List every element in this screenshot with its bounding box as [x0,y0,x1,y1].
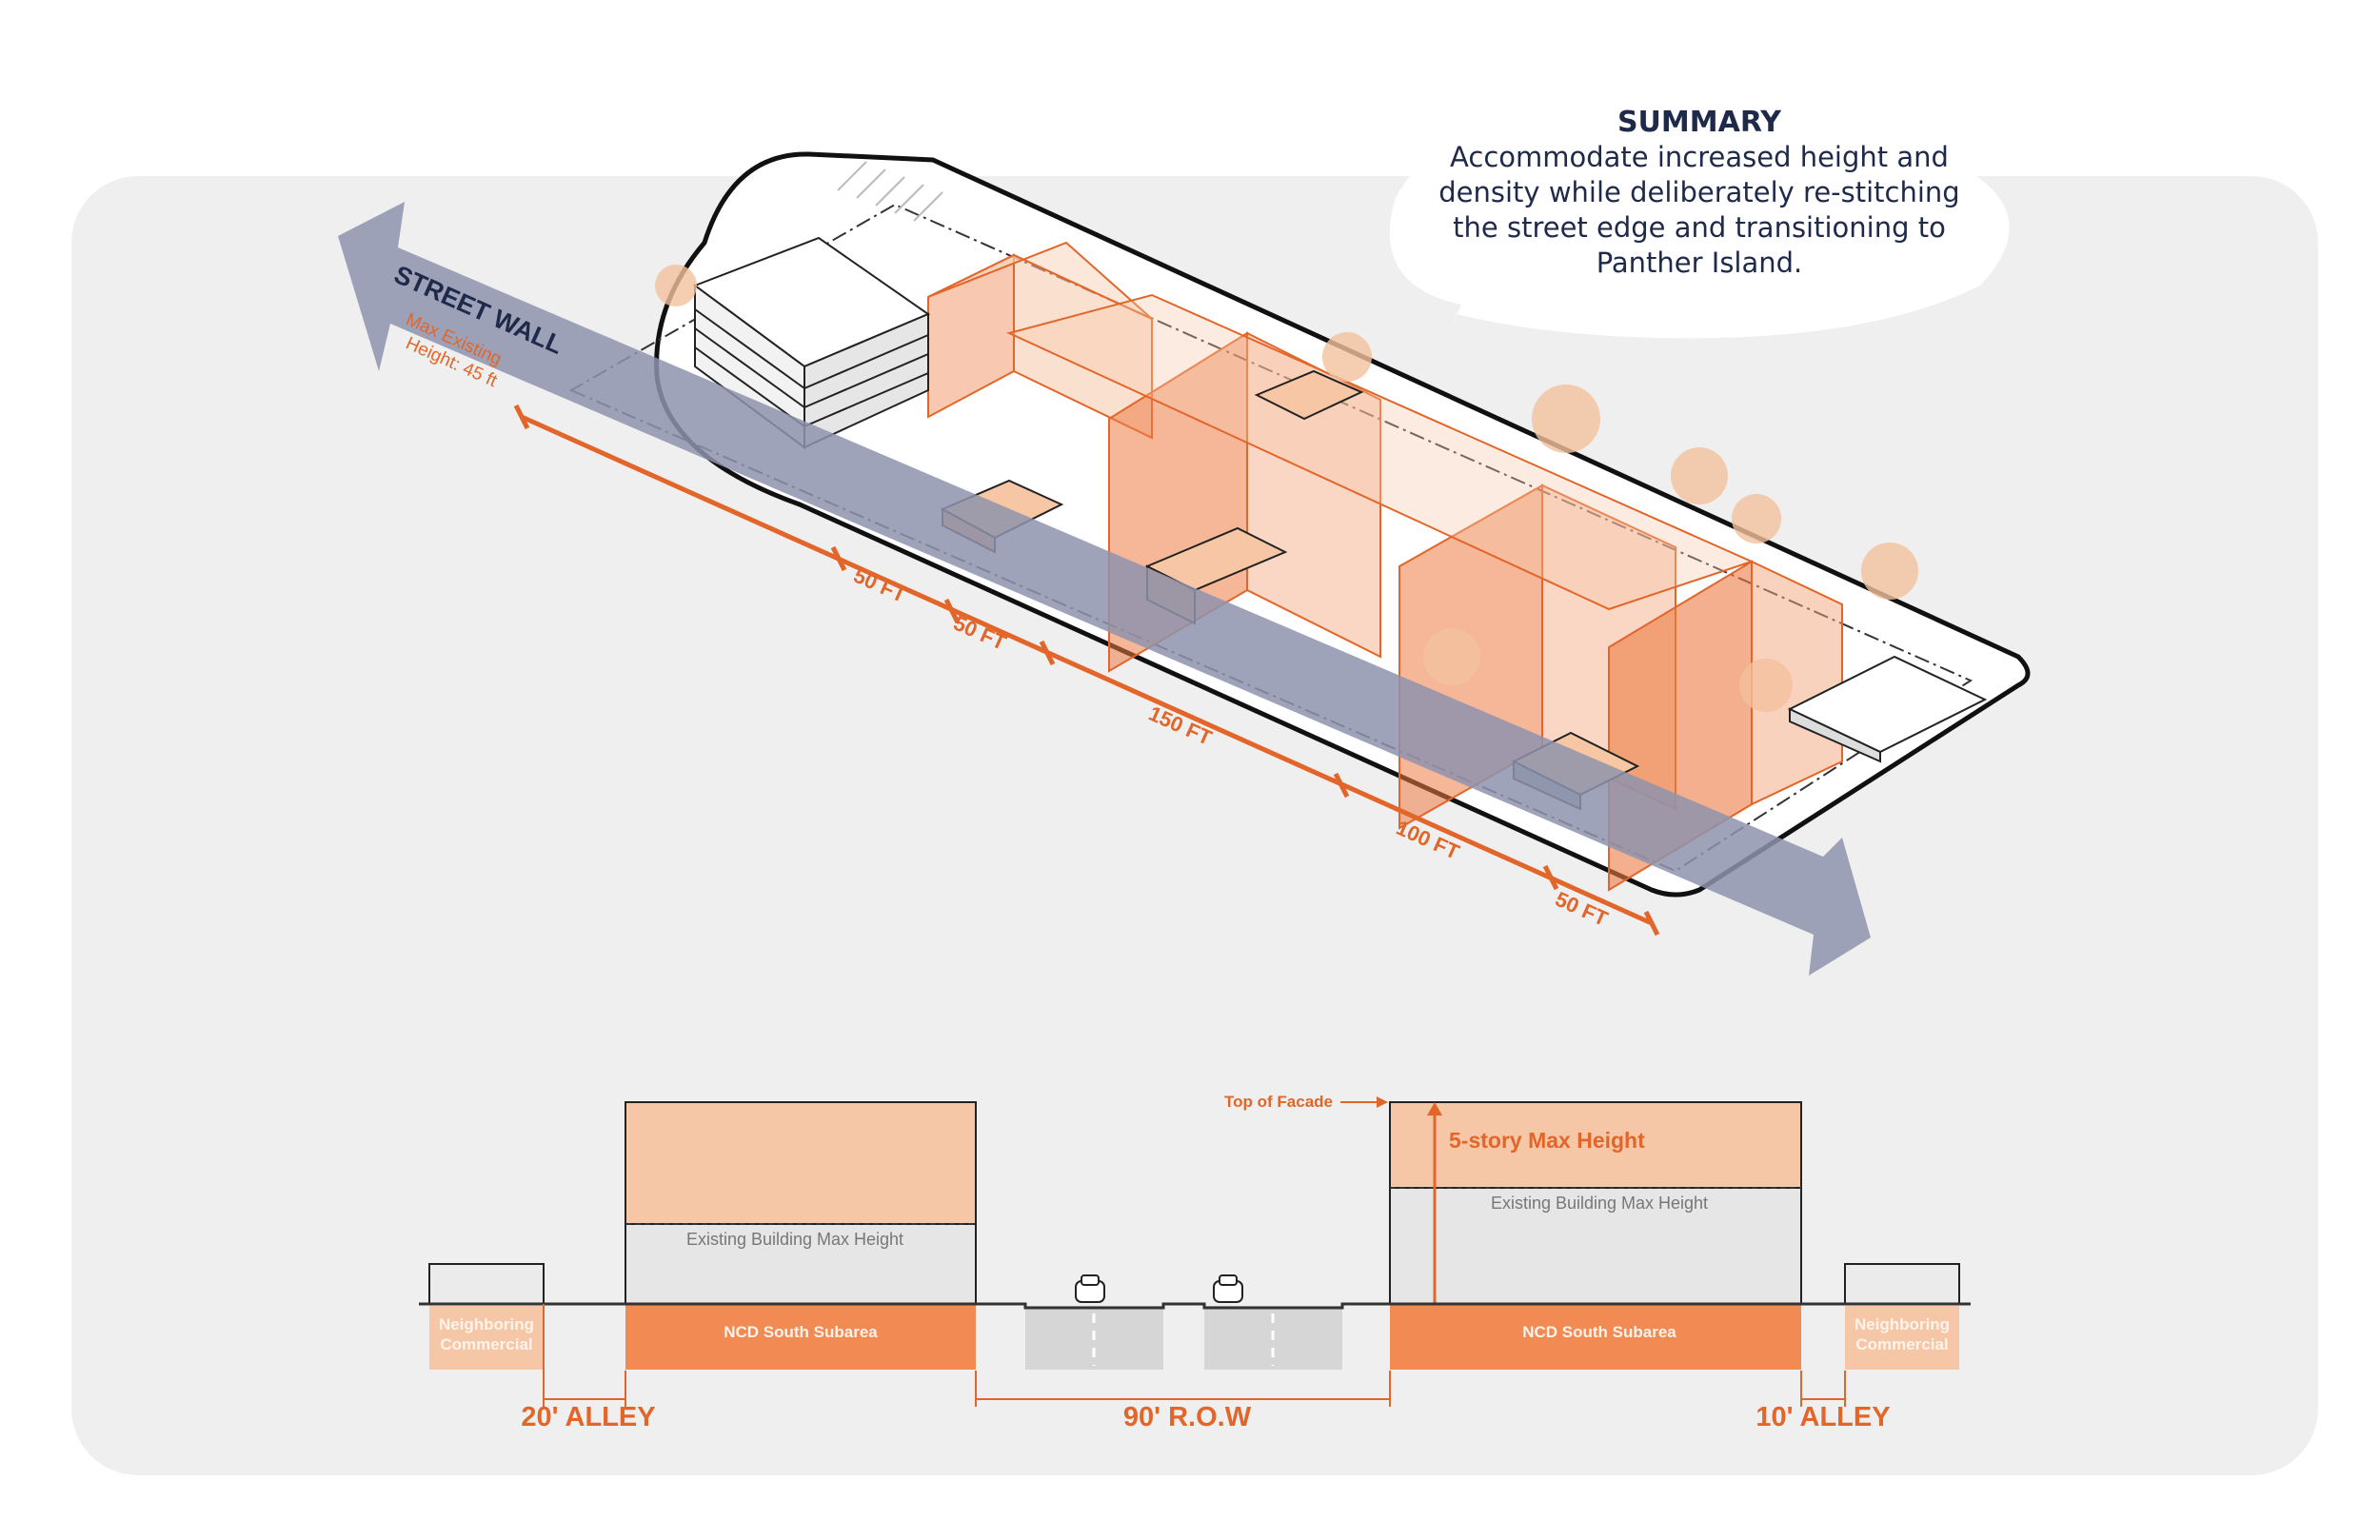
section-dimension-lines [543,1304,1846,1407]
right-building-added-height [1389,1101,1802,1189]
alley-right-label: 10' ALLEY [1755,1402,1890,1432]
right-building-existing [1389,1187,1802,1305]
row-label: 90' R.O.W [1123,1402,1252,1432]
street-wall-arrow[interactable] [338,202,1871,976]
neighboring-left-line1: Neighboring [439,1315,534,1333]
subarea-left-label: NCD South Subarea [724,1323,878,1341]
top-of-facade-label: Top of Facade [1224,1093,1333,1111]
summary-line-3: the street edge and transitioning to [1453,211,1946,244]
car-icon [1213,1274,1243,1303]
subarea-band-right [1390,1304,1801,1370]
neighboring-building-right [1844,1263,1960,1305]
summary-title: SUMMARY [1617,106,1782,139]
parking-stripes [837,161,943,222]
neighboring-building-left [428,1263,545,1305]
left-building-added-height [625,1101,977,1225]
neighboring-right-line1: Neighboring [1854,1315,1950,1333]
car-icon [1075,1274,1105,1303]
subarea-band-left [625,1304,976,1370]
summary-line-2: density while deliberately re-stitching [1438,176,1959,208]
alley-left-label: 20' ALLEY [521,1402,655,1432]
summary-bubble: SUMMARY Accommodate increased height and… [1389,106,2010,339]
axonometric-view: STREET WALL Max Existing Height: 45 ft 5… [338,151,2031,976]
neighboring-right-line2: Commercial [1855,1335,1948,1353]
speech-bubble-shape [1389,144,2010,339]
frontage-dimension-line [513,404,1660,937]
neighboring-left-line2: Commercial [440,1335,532,1353]
left-building-existing [625,1223,977,1305]
street-section: Neighboring Commercial Existing Building… [419,1093,1971,1432]
ground-line [419,1302,1971,1310]
trees [655,265,1918,712]
existing-max-height-right: Existing Building Max Height [1491,1194,1708,1213]
subarea-right-label: NCD South Subarea [1522,1323,1676,1341]
summary-line-1: Accommodate increased height and [1450,141,1949,173]
max-height-label: 5-story Max Height [1449,1128,1645,1153]
existing-tower [692,236,931,449]
summary-line-4: Panther Island. [1597,247,1803,279]
existing-max-height-left: Existing Building Max Height [686,1230,903,1249]
